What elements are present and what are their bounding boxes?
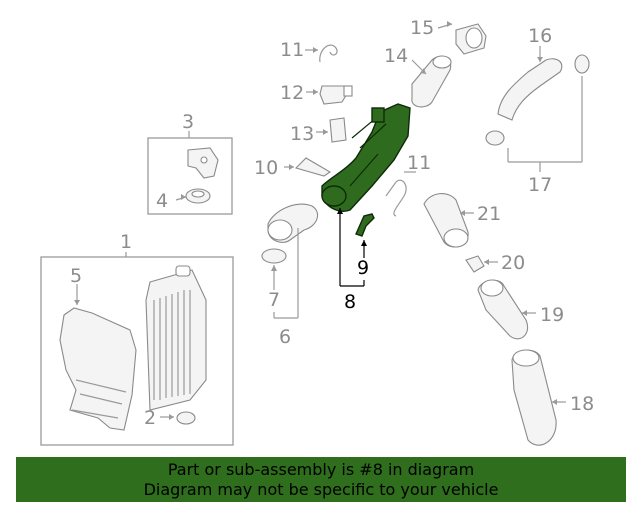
seal-10: [294, 157, 332, 177]
callout-17: 17: [528, 174, 552, 196]
intercooler-core: [145, 269, 207, 411]
callout-7: 7: [268, 289, 280, 311]
clamp-17a: [485, 130, 505, 146]
grommet-2: [176, 411, 196, 425]
callout-19: 19: [540, 304, 564, 326]
highlighted-pipe-8: [321, 103, 411, 212]
part-group-1: [40, 252, 234, 446]
callout-11-top: 11: [280, 39, 304, 61]
callout-11-right: 11: [407, 152, 431, 174]
clamp-17b: [574, 54, 590, 74]
part-8-intake-pipe: [321, 103, 411, 287]
banner-line-1: Part or sub-assembly is #8 in diagram: [167, 460, 475, 479]
callout-labels: 1 2 3 4 5 6 7 8 9 10 11 11 12 13 14 15 1…: [70, 17, 594, 429]
callout-13: 13: [290, 123, 314, 145]
callout-12: 12: [280, 82, 304, 104]
callout-1: 1: [120, 231, 132, 253]
box-1: [40, 256, 234, 446]
part-group-14-15: [411, 21, 487, 108]
callout-4: 4: [156, 190, 168, 212]
callout-9: 9: [357, 257, 369, 279]
hose-clip-11-top: [319, 44, 338, 63]
clip-11-right: [385, 171, 416, 217]
callout-5: 5: [70, 265, 82, 287]
callout-10: 10: [254, 157, 278, 179]
callout-20: 20: [501, 252, 525, 274]
info-banner: Part or sub-assembly is #8 in diagram Di…: [16, 457, 626, 502]
callout-2: 2: [144, 407, 156, 429]
air-duct-5: [59, 307, 137, 431]
callout-18: 18: [570, 393, 594, 415]
callout-14: 14: [384, 45, 408, 67]
part-group-3: [147, 131, 233, 215]
banner-line-2: Diagram may not be specific to your vehi…: [143, 480, 499, 499]
part-group-6: [261, 203, 319, 319]
hose-9: [355, 213, 375, 237]
callout-6: 6: [279, 326, 291, 348]
callout-3: 3: [182, 111, 194, 133]
small-parts-left: [284, 44, 353, 177]
part-group-16-17: [485, 46, 590, 172]
callout-8: 8: [344, 291, 356, 313]
clamp-7: [261, 248, 287, 264]
callout-21: 21: [477, 203, 501, 225]
part-group-right: [423, 193, 566, 446]
box-3: [147, 137, 233, 215]
callout-15: 15: [410, 17, 434, 39]
sensor-13: [329, 117, 347, 143]
hose-16: [497, 58, 563, 121]
callout-16: 16: [528, 25, 552, 47]
fitting-20: [465, 255, 485, 273]
